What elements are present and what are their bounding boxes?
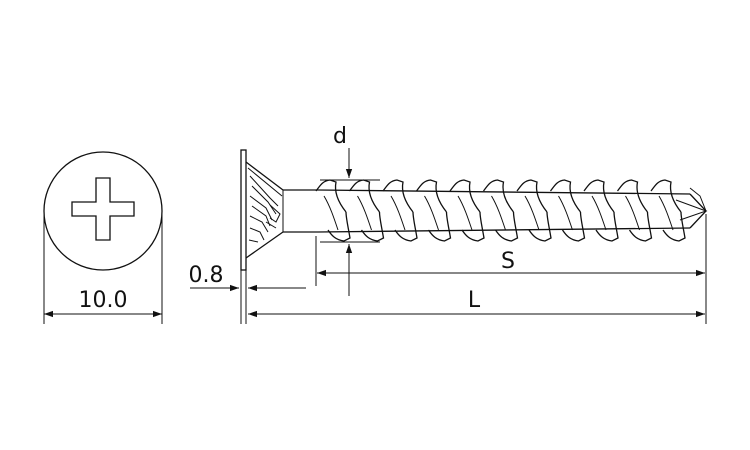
screw-side-view: [240, 149, 708, 271]
thread-root: [461, 211, 485, 242]
total-length-label: L: [468, 288, 481, 313]
thread-flank: [625, 195, 640, 231]
thread-flank: [457, 195, 473, 231]
thread-crest: [650, 179, 682, 213]
thread-root: [595, 211, 619, 242]
screw-threads: [315, 179, 686, 242]
head-diameter-label: 10.0: [79, 288, 128, 313]
thread-crest: [382, 179, 414, 213]
phillips-cross-icon: [71, 177, 135, 241]
thread-root: [528, 211, 552, 242]
thread-flank: [524, 195, 540, 231]
thread-root: [628, 211, 653, 242]
thread-length-label: S: [501, 249, 515, 274]
thread-diameter-label: d: [333, 124, 347, 149]
thread-flank: [658, 195, 674, 231]
thread-root: [327, 211, 351, 242]
thread-flank: [357, 195, 372, 231]
thread-flank: [591, 195, 607, 231]
dimensions: 0.8 d S L: [189, 124, 707, 324]
thread-crest: [583, 179, 615, 213]
thread-crest: [482, 179, 515, 213]
thread-flank: [558, 195, 573, 231]
thread-crest: [549, 179, 582, 213]
thread-flank: [424, 195, 439, 231]
thread-root: [360, 211, 385, 242]
thread-root: [427, 211, 452, 242]
thread-root: [561, 211, 586, 242]
thread-crest: [315, 179, 347, 213]
head-end-view: 10.0: [43, 151, 163, 324]
thread-crest: [616, 179, 649, 213]
thread-crest: [449, 179, 481, 213]
thread-flank: [390, 195, 406, 231]
head-ribs: [247, 167, 283, 243]
thread-root: [494, 211, 519, 242]
thread-flank: [323, 195, 339, 231]
thread-crest: [516, 179, 548, 213]
head-thickness-label: 0.8: [189, 263, 224, 288]
thread-root: [394, 211, 418, 242]
thread-flank: [491, 195, 506, 231]
thread-root: [662, 211, 686, 242]
thread-crest: [348, 179, 381, 213]
thread-crest: [415, 179, 448, 213]
